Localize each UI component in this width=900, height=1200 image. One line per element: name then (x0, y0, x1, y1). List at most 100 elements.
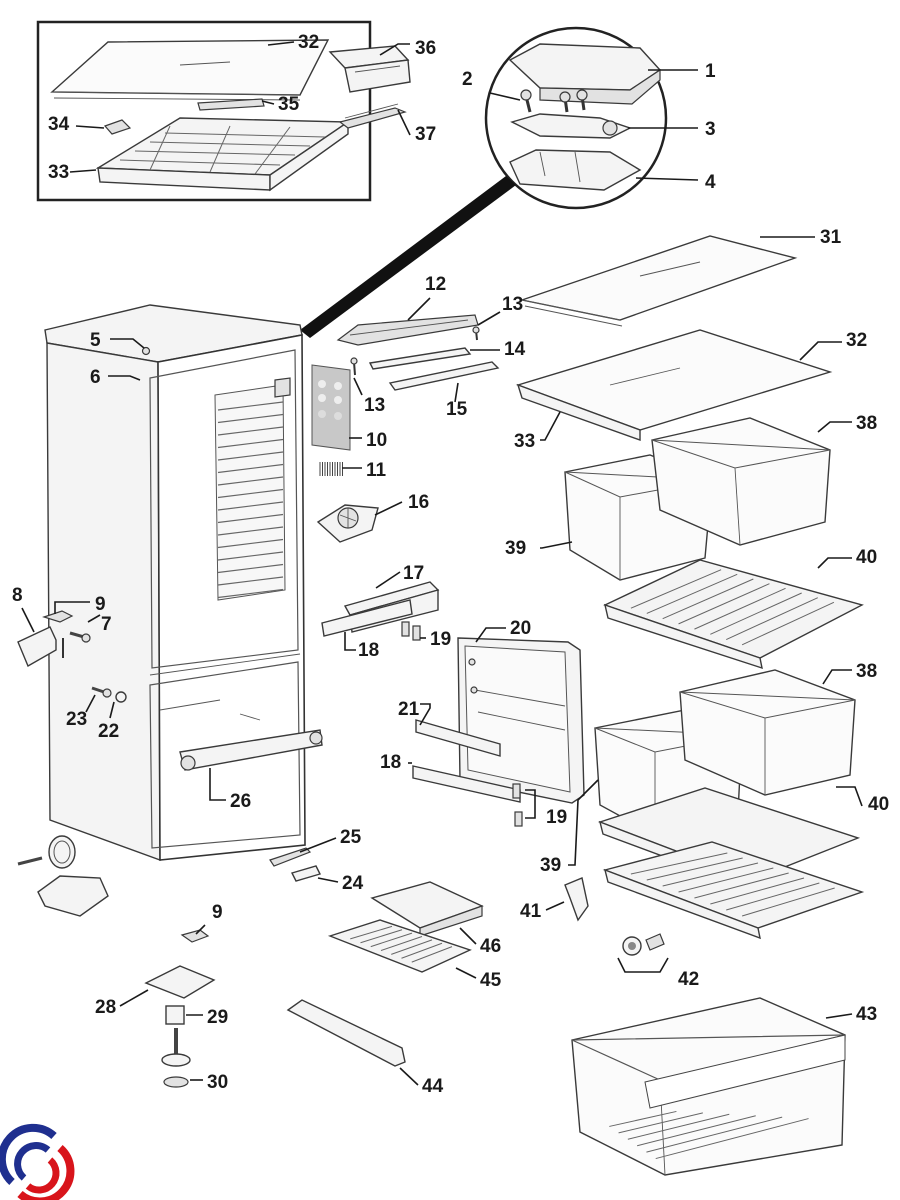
leader-line (267, 41, 295, 46)
callout-8: 8 (12, 585, 35, 633)
part-slide-rail-lower (412, 765, 521, 803)
callout-2: 2 (462, 69, 521, 101)
leader-line (85, 694, 96, 713)
callout-number: 42 (678, 969, 699, 990)
leader-line (454, 382, 459, 403)
leader-line (475, 627, 506, 643)
callout-number: 16 (408, 492, 429, 513)
callout-18: 18 (380, 752, 412, 773)
leader-line (825, 1013, 853, 1019)
callout-number: 19 (546, 807, 567, 828)
part-large-crisper-drawer (571, 997, 846, 1176)
callout-number: 9 (95, 594, 106, 615)
leader-line (525, 789, 536, 819)
callout-number: 10 (366, 430, 387, 451)
callout-20: 20 (475, 618, 531, 643)
callout-40: 40 (817, 547, 877, 569)
callout-number: 37 (415, 124, 436, 145)
callout-number: 9 (212, 902, 223, 923)
part-crisper-right-38a (651, 417, 831, 546)
callout-22: 22 (98, 701, 119, 742)
callout-number: 45 (480, 970, 502, 991)
leader-line (836, 786, 863, 807)
callout-3: 3 (628, 119, 716, 140)
callout-number: 17 (403, 563, 424, 584)
part-hinge-screw (69, 631, 91, 643)
callout-12: 12 (407, 274, 446, 321)
part-hinge-screws (520, 89, 588, 113)
part-screw-23 (91, 686, 112, 698)
callout-number: 7 (101, 614, 112, 635)
callout-21: 21 (398, 699, 431, 726)
leader-line (299, 837, 337, 853)
part-shelf-bracket-lower (338, 103, 407, 129)
leader-line (545, 901, 565, 911)
callout-13: 13 (353, 377, 385, 416)
leader-line (110, 338, 145, 349)
callout-number: 39 (540, 855, 561, 876)
part-latch-24 (290, 865, 322, 882)
part-shelf-clip (103, 119, 132, 135)
leader-line (375, 571, 401, 589)
part-shelf-trim-strip (197, 98, 265, 111)
part-glass-shelf-32 (515, 329, 833, 441)
part-slide-clips-lower (512, 783, 523, 827)
part-hinge-pin-cap-lower (180, 929, 210, 943)
callout-number: 11 (366, 460, 387, 481)
callout-number: 29 (207, 1007, 228, 1028)
callout-35: 35 (261, 94, 300, 115)
callout-40: 40 (836, 786, 889, 815)
callout-25: 25 (299, 827, 362, 853)
callout-number: 40 (868, 794, 889, 815)
callout-number: 33 (514, 431, 535, 452)
callout-14: 14 (470, 339, 526, 360)
callout-37: 37 (397, 109, 436, 145)
callout-46: 46 (459, 927, 501, 957)
callout-26: 26 (209, 768, 251, 812)
callout-number: 34 (48, 114, 70, 135)
part-control-board (368, 347, 472, 370)
callout-17: 17 (375, 563, 424, 589)
callout-36: 36 (379, 38, 436, 59)
leader-line (75, 125, 105, 129)
callout-number: 2 (462, 69, 473, 90)
callout-number: 24 (342, 873, 364, 894)
part-ice-tray (327, 919, 472, 973)
part-drawer-tray-40c (602, 841, 865, 940)
part-top-control-housing (336, 314, 479, 346)
callout-number: 13 (502, 294, 523, 315)
callout-19: 19 (525, 789, 567, 828)
leader-line (459, 927, 477, 945)
leader-line (21, 607, 35, 633)
leader-line (54, 601, 90, 614)
part-leveling-nut (165, 1005, 185, 1025)
callout-1: 1 (648, 61, 716, 82)
callout-number: 20 (510, 618, 531, 639)
part-top-screw (141, 346, 151, 356)
callout-number: 35 (278, 94, 300, 115)
callout-number: 4 (705, 172, 716, 193)
callout-number: 19 (430, 629, 451, 650)
leader-line (119, 989, 149, 1007)
leader-line (617, 957, 669, 973)
callout-number: 12 (425, 274, 446, 295)
callout-43: 43 (825, 1004, 877, 1025)
leader-line (195, 924, 206, 935)
leader-line (799, 341, 842, 361)
callout-number: 39 (505, 538, 526, 559)
callout-41: 41 (520, 901, 565, 922)
callout-10: 10 (349, 430, 387, 451)
part-glass-shelf-31 (519, 235, 798, 327)
part-damper-41 (564, 877, 589, 922)
callout-number: 43 (856, 1004, 877, 1025)
callout-number: 38 (856, 661, 877, 682)
callout-number: 40 (856, 547, 877, 568)
part-roller-bracket (37, 875, 109, 917)
leader-line (209, 768, 226, 801)
callout-19: 19 (420, 629, 451, 650)
callout-4: 4 (635, 172, 716, 193)
leader-line (635, 177, 699, 181)
callout-44: 44 (399, 1067, 444, 1097)
